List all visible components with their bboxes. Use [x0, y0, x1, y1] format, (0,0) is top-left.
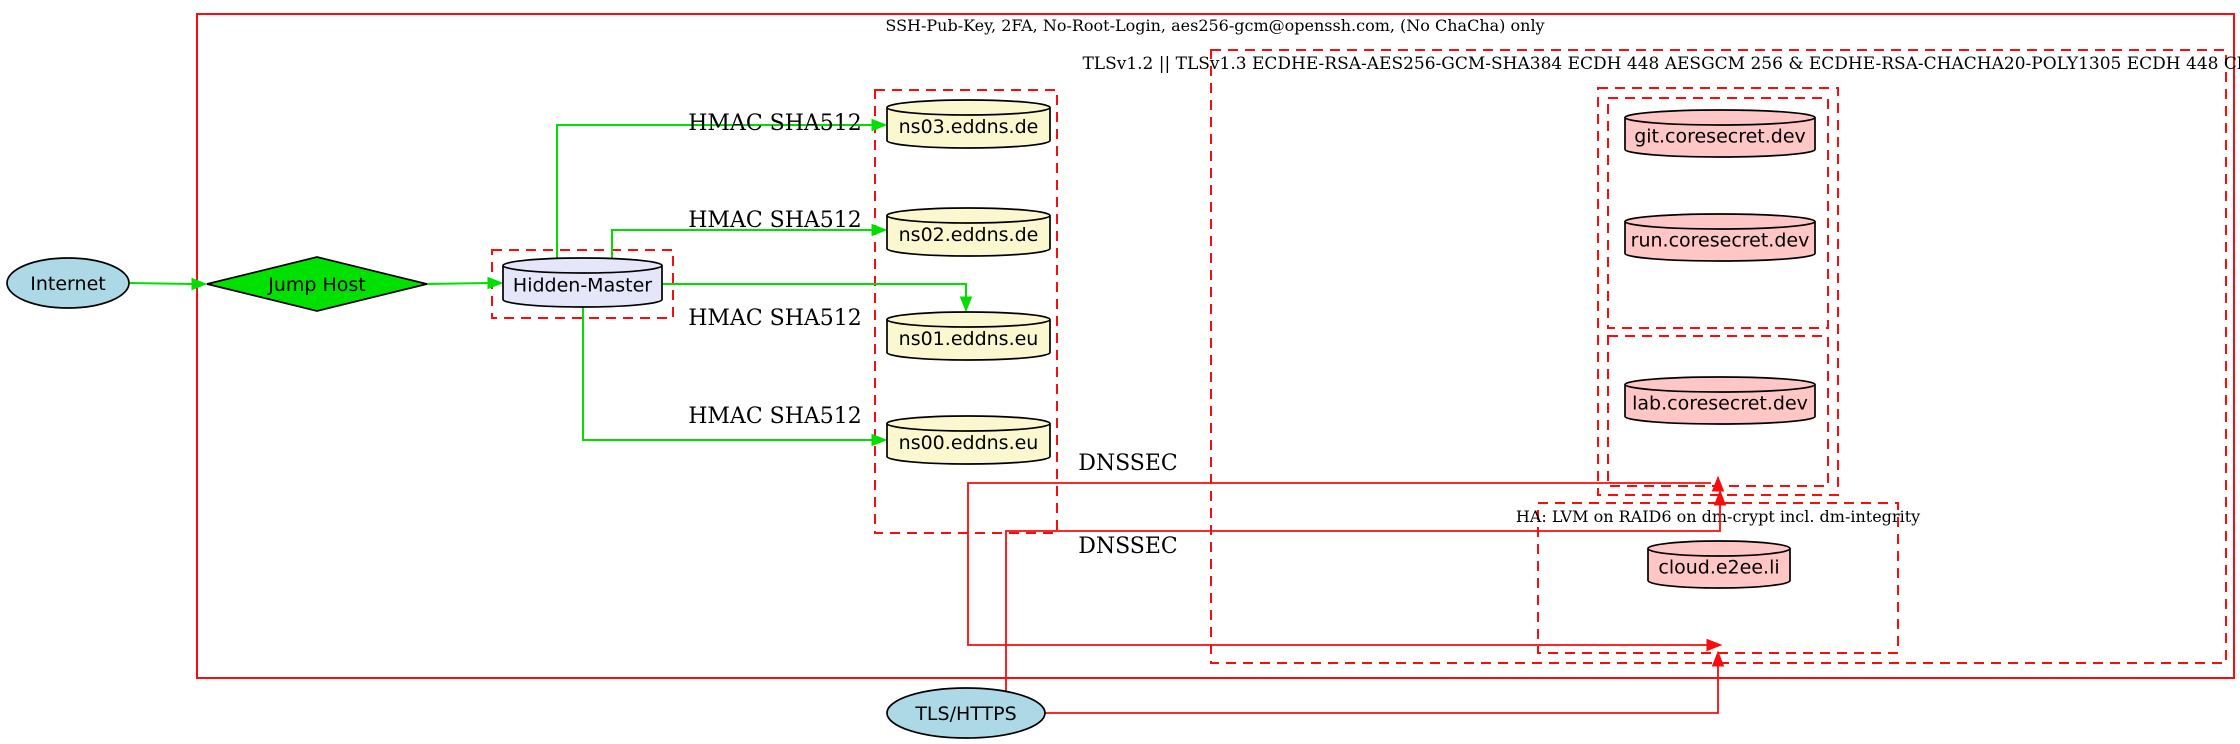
internet-label: Internet [30, 273, 105, 295]
edge-label-dnssec-2: DNSSEC [1078, 534, 1178, 559]
node-run-coresecret: run.coresecret.dev [1624, 213, 1816, 262]
ns00-cylinder-shape [886, 415, 1051, 465]
cluster-ssh-outer-border [196, 13, 2235, 679]
lab-coresecret-cylinder-body [1624, 376, 1816, 425]
ns02-label: ns02.eddns.de [899, 224, 1039, 246]
tls-https-label: TLS/HTTPS [914, 703, 1016, 725]
ns02-cylinder-body [886, 207, 1051, 257]
git-coresecret-label: git.coresecret.dev [1634, 126, 1806, 148]
arrowhead-dnssec-to-ha-cluster [1706, 638, 1723, 652]
node-lab-coresecret: lab.coresecret.dev [1624, 376, 1816, 425]
node-jump-host: Jump Host [206, 256, 428, 312]
edge-internet-to-jumphost [128, 282, 193, 285]
ns02-cylinder-shape [886, 207, 1051, 257]
edge-label-dnssec-1: DNSSEC [1078, 451, 1178, 476]
hidden-master-cylinder-lip [502, 265, 663, 274]
arrowhead-tlshttps-to-ha-cluster [1711, 650, 1725, 667]
node-hidden-master: Hidden-Master [502, 257, 663, 308]
node-ns02: ns02.eddns.de [886, 207, 1051, 257]
node-ns00: ns00.eddns.eu [886, 415, 1051, 465]
arrowhead-hiddenmaster-to-ns00 [871, 433, 888, 447]
run-coresecret-label: run.coresecret.dev [1631, 230, 1810, 252]
edge-hiddenmaster-to-ns01 [662, 283, 967, 297]
cluster-ssh-outer-label: SSH-Pub-Key, 2FA, No-Root-Login, aes256-… [885, 16, 1544, 35]
edge-tlshttps-to-coresecret-cluster [1005, 505, 1721, 691]
node-internet: Internet [6, 257, 130, 309]
edge-label-hmac-sha512-ns01: HMAC SHA512 [688, 306, 862, 331]
arrowhead-internet-to-jumphost [191, 277, 208, 291]
git-coresecret-cylinder-lip [1624, 117, 1816, 126]
lab-coresecret-cylinder-shape [1624, 376, 1816, 425]
arrowhead-hiddenmaster-to-ns01 [959, 296, 973, 313]
cluster-dns-box-border [874, 89, 1058, 534]
git-coresecret-cylinder-shape [1624, 109, 1816, 158]
node-cloud-e2ee: cloud.e2ee.li [1647, 540, 1791, 589]
node-ns01: ns01.eddns.eu [886, 311, 1051, 361]
ns03-label: ns03.eddns.de [899, 116, 1039, 138]
node-ns03: ns03.eddns.de [886, 99, 1051, 149]
lab-coresecret-label: lab.coresecret.dev [1632, 393, 1808, 415]
cloud-e2ee-label: cloud.e2ee.li [1658, 557, 1779, 579]
edge-hiddenmaster-to-ns03 [556, 124, 872, 258]
edge-label-hmac-sha512-ns02: HMAC SHA512 [688, 208, 862, 233]
ns00-cylinder-body [886, 415, 1051, 465]
edge-hiddenmaster-to-ns00 [582, 307, 872, 441]
ns03-cylinder-shape [886, 99, 1051, 149]
ns00-label: ns00.eddns.eu [899, 432, 1039, 454]
hidden-master-cylinder-shape [502, 257, 663, 308]
hidden-master-cylinder-body [502, 257, 663, 308]
run-coresecret-cylinder-body [1624, 213, 1816, 262]
arrowhead-tlshttps-to-coresecret-cluster [1713, 489, 1727, 506]
jump-host-label: Jump Host [267, 274, 366, 296]
cloud-e2ee-cylinder-body [1647, 540, 1791, 589]
edge-label-hmac-sha512-ns00: HMAC SHA512 [688, 404, 862, 429]
git-coresecret-cylinder-body [1624, 109, 1816, 158]
ns01-label: ns01.eddns.eu [899, 328, 1039, 350]
ns01-cylinder-body [886, 311, 1051, 361]
ns03-cylinder-body [886, 99, 1051, 149]
edge-dnssec-to-ha-cluster [967, 533, 1707, 646]
cluster-git-run-box-border [1607, 97, 1829, 329]
node-tls-https: TLS/HTTPS [886, 687, 1046, 739]
edge-dnssec-to-lab-cluster [967, 482, 1711, 533]
internet-ellipse-shape [6, 257, 130, 309]
edge-hiddenmaster-to-ns02 [611, 229, 872, 258]
ns01-cylinder-shape [886, 311, 1051, 361]
node-git-coresecret: git.coresecret.dev [1624, 109, 1816, 158]
tls-https-ellipse-shape [886, 687, 1046, 739]
edge-jumphost-to-hiddenmaster [426, 282, 489, 285]
cloud-e2ee-cylinder-lip [1647, 548, 1791, 557]
run-coresecret-cylinder-lip [1624, 221, 1816, 230]
ns03-cylinder-lip [886, 107, 1051, 116]
ns02-cylinder-lip [886, 215, 1051, 224]
cluster-ha-box-label: HA: LVM on RAID6 on dm-crypt incl. dm-in… [1516, 507, 1920, 526]
edge-tlshttps-to-ha-cluster [1045, 666, 1719, 714]
edge-label-hmac-sha512-ns03: HMAC SHA512 [688, 111, 862, 136]
arrowhead-hiddenmaster-to-ns03 [871, 118, 888, 132]
arrowhead-dnssec-to-lab-cluster [1711, 475, 1725, 492]
cluster-tls-suite-label: TLSv1.2 || TLSv1.3 ECDHE-RSA-AES256-GCM-… [1082, 54, 2240, 74]
arrowhead-hiddenmaster-to-ns02 [871, 223, 888, 237]
run-coresecret-cylinder-shape [1624, 213, 1816, 262]
cloud-e2ee-cylinder-shape [1647, 540, 1791, 589]
ns01-cylinder-lip [886, 319, 1051, 328]
cluster-tls-suite-border [1210, 49, 2227, 664]
arrowhead-jumphost-to-hiddenmaster [487, 276, 504, 290]
ns00-cylinder-lip [886, 423, 1051, 432]
hidden-master-label: Hidden-Master [513, 275, 652, 297]
lab-coresecret-cylinder-lip [1624, 384, 1816, 393]
jump-host-diamond-shape [206, 256, 428, 312]
